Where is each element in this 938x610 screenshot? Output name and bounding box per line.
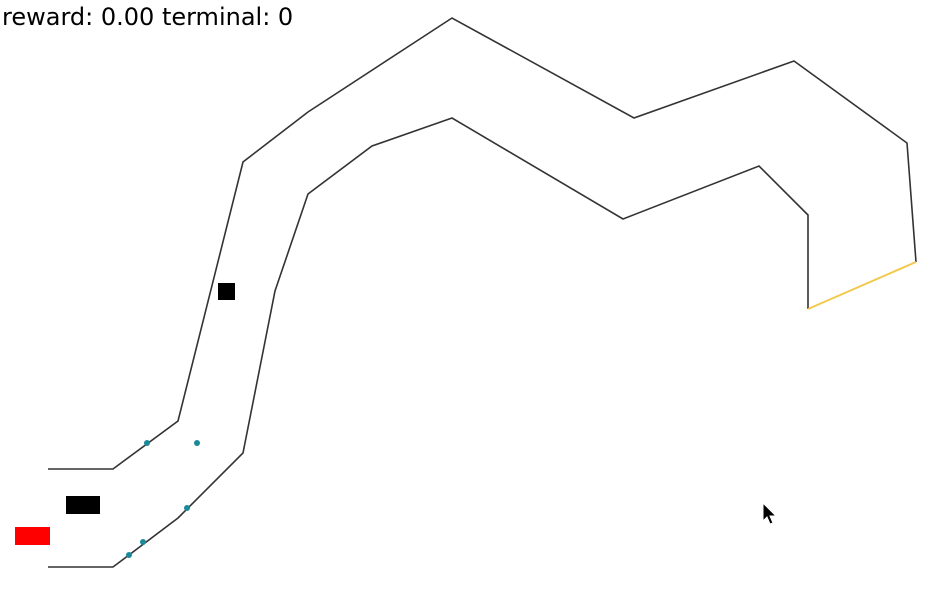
terminal-value: 0: [277, 3, 294, 31]
obstacle-car: [66, 496, 100, 514]
sensor-dot: [144, 440, 150, 446]
track-outer-wall: [48, 17, 917, 470]
sensor-dot: [126, 552, 132, 558]
sensor-dot: [140, 539, 146, 545]
reward-label: reward:: [2, 3, 94, 31]
sensor-dot: [184, 505, 190, 511]
finish-line: [807, 261, 917, 310]
terminal-label: terminal:: [161, 3, 271, 31]
sensor-dot: [194, 440, 200, 446]
track-inner-wall: [48, 117, 809, 568]
mouse-pointer-icon: [762, 501, 778, 525]
status-line: reward: 0.00 terminal: 0: [2, 2, 293, 32]
player-car: [15, 527, 50, 545]
reward-value: 0.00: [100, 3, 155, 31]
obstacle-square: [218, 283, 235, 300]
